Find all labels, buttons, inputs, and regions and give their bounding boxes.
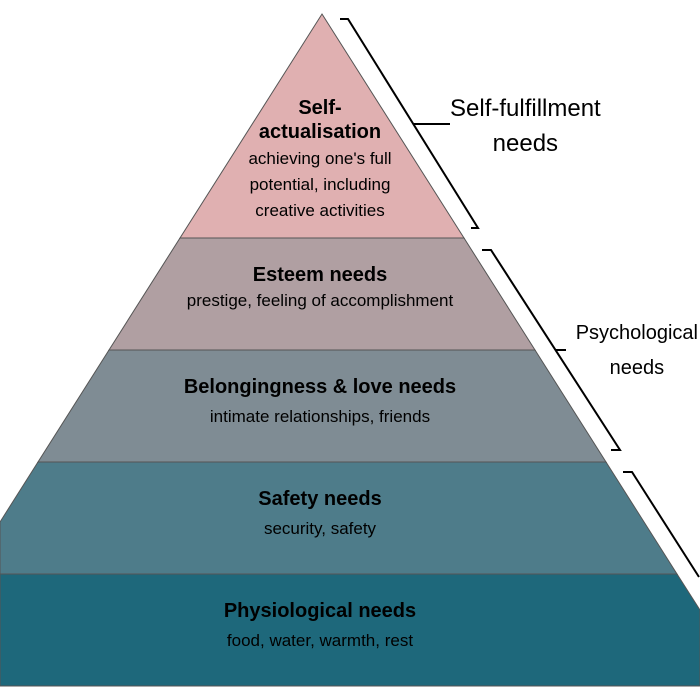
level-title: Physiological needs: [223, 600, 417, 622]
level-desc: intimate relationships, friends: [209, 407, 431, 426]
level-title: Esteem needs: [252, 264, 388, 286]
level-desc: creative activities: [255, 201, 385, 220]
level-label-safety: Safety needs security, safety: [20, 487, 620, 541]
level-desc: prestige, feeling of accomplishment: [186, 291, 454, 310]
group-label-psychological: Psychological needs: [576, 316, 698, 386]
group-line: needs: [492, 130, 559, 157]
group-line: Self-fulfillment: [450, 95, 601, 122]
level-label-belonging: Belongingness & love needs intimate rela…: [20, 375, 620, 429]
bracket-self-fulfillment: [340, 18, 480, 229]
level-desc: achieving one's full: [248, 149, 392, 168]
group-line: needs: [609, 357, 665, 379]
level-physiological: [0, 573, 700, 687]
level-label-physiological: Physiological needs food, water, warmth,…: [20, 599, 620, 653]
group-line: Psychological: [575, 322, 698, 344]
level-label-esteem: Esteem needs prestige, feeling of accomp…: [20, 263, 620, 313]
level-title: Safety needs: [258, 488, 382, 510]
level-desc: security, safety: [263, 519, 377, 538]
level-title: actualisation: [258, 121, 382, 143]
level-title: Self-: [298, 97, 342, 119]
bracket-basic: [623, 471, 700, 578]
group-label-self-fulfillment: Self-fulfillment needs: [450, 91, 601, 161]
level-label-self-actualisation: Self- actualisation achieving one's full…: [20, 96, 620, 224]
level-desc: potential, including: [249, 175, 391, 194]
level-desc: food, water, warmth, rest: [226, 631, 414, 650]
level-title: Belongingness & love needs: [183, 376, 457, 398]
